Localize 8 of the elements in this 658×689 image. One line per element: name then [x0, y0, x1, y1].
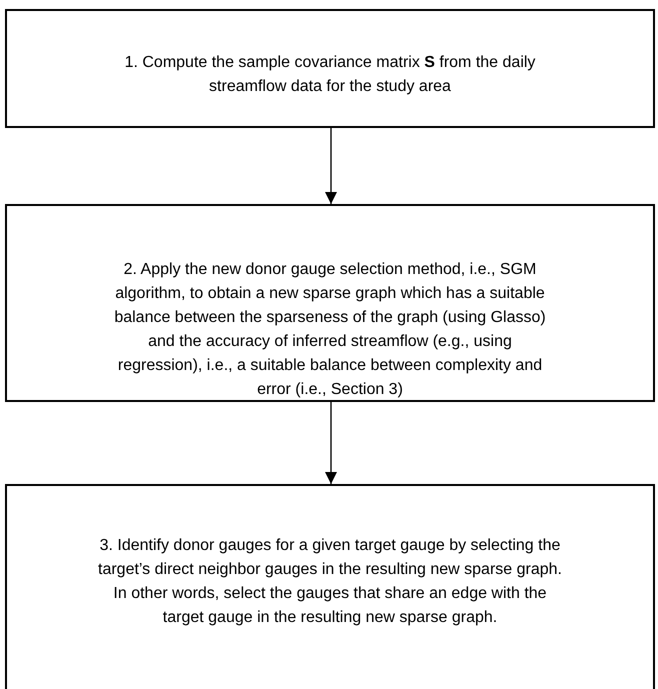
process-box — [5, 204, 655, 402]
process-box — [5, 484, 655, 689]
step-text: 1. Compute the sample covariance matrix S from the daily streamflow data for the study area — [124, 53, 536, 97]
step-text: 2. Apply the new donor gauge selection method, i.e., SGM algorithm, to obtain a new sparse graph which has a suitable balance between the sparseness of the graph (using Glasso) and the accuracy of inferred streamflow (e.g., using regression), i.e., a suitable balance between complexity and error (i.e., Section 3) — [113, 260, 547, 400]
arrow — [325, 128, 337, 204]
step-text: 3. Identify donor gauges for a given target gauge by selecting the target’s direct neighbor gauges in the resulting new sparse graph. In other words, select the gauges that share an edge with the target gauge in the resulting new sparse graph. — [98, 536, 562, 628]
process-box — [5, 9, 655, 128]
arrow — [325, 402, 337, 484]
